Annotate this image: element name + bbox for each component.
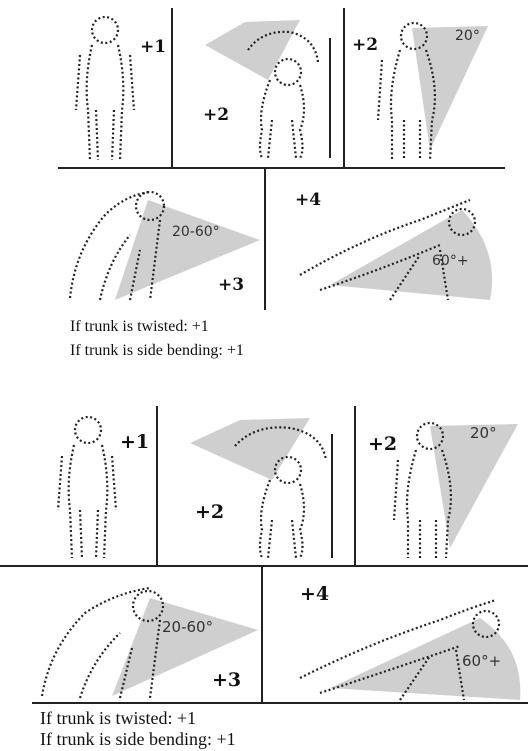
- flexion-0-20-wedge: [412, 26, 488, 150]
- angle-label-60-plus: 60°+: [432, 253, 469, 269]
- angle-label-20-60: 20-60°: [162, 618, 213, 636]
- score-upright: +1: [140, 37, 166, 57]
- angle-label-20: 20°: [470, 424, 497, 442]
- flexion-60-plus-wedge: [330, 210, 493, 300]
- score-flexion-20-60: +3: [218, 275, 244, 295]
- flexion-60-plus-figure: [299, 598, 501, 701]
- trunk-score-block-1: +1 +2 +2 20° 20-60° +3 60°+: [0, 0, 528, 375]
- flexion-20-60-figure: [40, 586, 165, 699]
- score-upright: +1: [120, 431, 149, 453]
- score-flexion-20-60: +3: [212, 669, 241, 691]
- trunk-posture-diagram-1: +1 +2 +2 20° 20-60° +3 60°+: [58, 8, 505, 310]
- angle-label-60-plus: 60°+: [462, 652, 501, 670]
- flexion-20-60-wedge: [115, 200, 260, 300]
- extension-wedge: [190, 418, 310, 480]
- extension-figure: [247, 30, 320, 159]
- angle-label-20: 20°: [455, 28, 480, 44]
- flexion-0-20-figure: [392, 421, 452, 559]
- twisted-note: If trunk is twisted: +1: [70, 318, 209, 335]
- flexion-20-60-wedge: [112, 598, 258, 696]
- side-bending-note: If trunk is side bending: +1: [40, 729, 236, 749]
- flexion-0-20-figure: [376, 21, 436, 161]
- flexion-20-60-figure: [68, 190, 166, 301]
- upright-figure: [56, 415, 118, 559]
- angle-label-20-60: 20-60°: [172, 224, 220, 240]
- score-flexion-0-20: +2: [352, 35, 378, 55]
- flexion-0-20-wedge: [430, 424, 518, 548]
- extension-wedge: [205, 20, 300, 80]
- side-bending-note: If trunk is side bending: +1: [70, 342, 244, 359]
- trunk-score-block-2: +1 +2 +2 20° 20-60° +3 60°+: [0, 398, 528, 751]
- score-flexion-60-plus: +4: [300, 583, 329, 605]
- score-extension: +2: [195, 501, 224, 523]
- flexion-60-plus-wedge: [330, 618, 521, 700]
- upright-figure: [74, 15, 136, 161]
- twisted-note: If trunk is twisted: +1: [40, 708, 197, 728]
- score-flexion-60-plus: +4: [295, 190, 321, 210]
- score-extension: +2: [203, 105, 229, 125]
- extension-figure: [234, 426, 328, 559]
- trunk-posture-diagram-2: +1 +2 +2 20° 20-60° +3 60°+: [0, 406, 528, 704]
- score-flexion-0-20: +2: [368, 433, 397, 455]
- flexion-60-plus-figure: [299, 198, 477, 301]
